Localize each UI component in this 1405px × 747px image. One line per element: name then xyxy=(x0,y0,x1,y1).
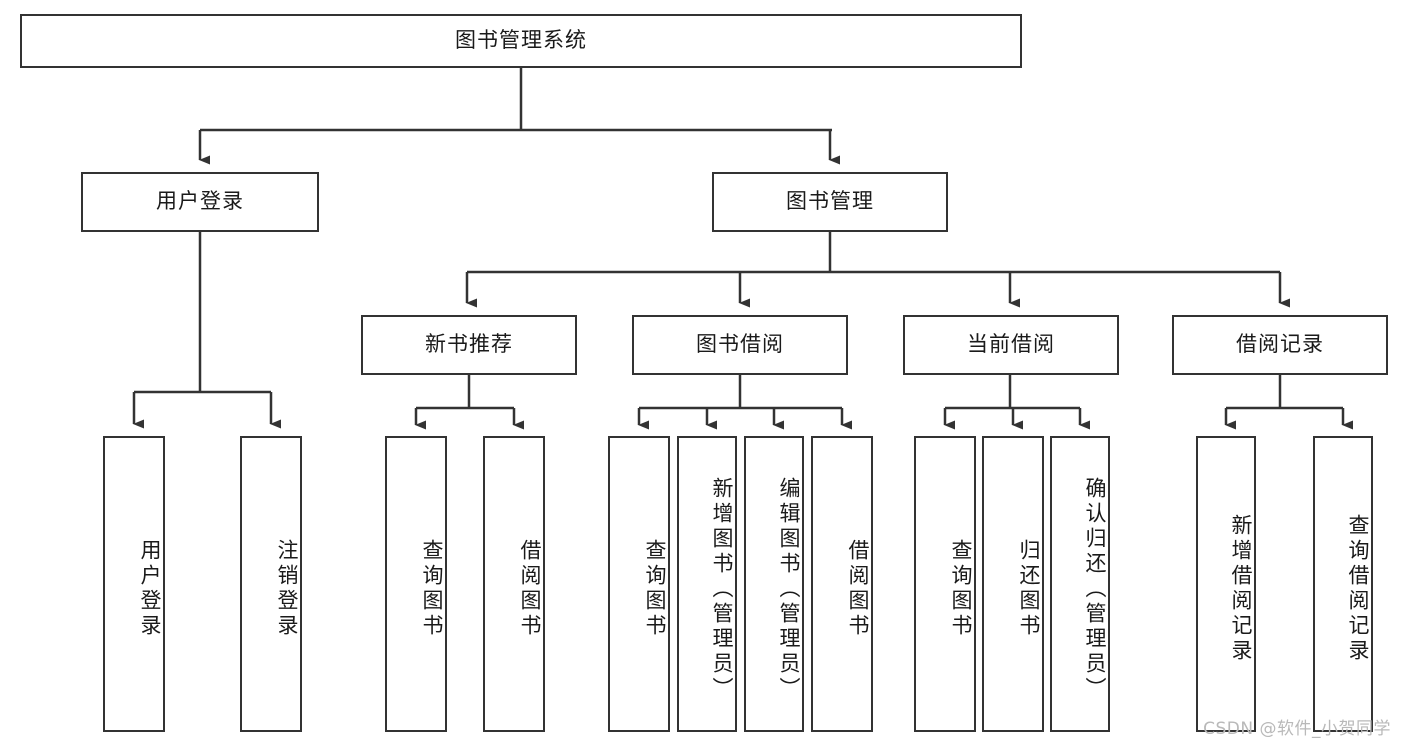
node-book-management-label: 图书管理 xyxy=(786,189,874,214)
leaf-query-book-borrow[interactable]: 查询图书 xyxy=(608,436,670,732)
node-book-management[interactable]: 图书管理 xyxy=(712,172,948,232)
leaf-user-login-label: 用户登录 xyxy=(138,539,162,639)
leaf-query-book-recommend[interactable]: 查询图书 xyxy=(385,436,447,732)
node-user-login[interactable]: 用户登录 xyxy=(81,172,319,232)
leaf-query-book-current-label: 查询图书 xyxy=(949,539,973,639)
node-user-login-label: 用户登录 xyxy=(156,189,244,214)
leaf-return-book[interactable]: 归还图书 xyxy=(982,436,1044,732)
leaf-confirm-return-admin-label: 确认归还（管理员） xyxy=(1083,476,1107,702)
leaf-query-book-recommend-label: 查询图书 xyxy=(420,539,444,639)
node-book-borrow[interactable]: 图书借阅 xyxy=(632,315,848,375)
leaf-query-borrow-record[interactable]: 查询借阅记录 xyxy=(1313,436,1373,732)
leaf-confirm-return-admin[interactable]: 确认归还（管理员） xyxy=(1050,436,1110,732)
node-current-borrow-label: 当前借阅 xyxy=(967,332,1055,357)
leaf-borrow-book[interactable]: 借阅图书 xyxy=(811,436,873,732)
leaf-user-login[interactable]: 用户登录 xyxy=(103,436,165,732)
leaf-borrow-book-recommend[interactable]: 借阅图书 xyxy=(483,436,545,732)
leaf-add-borrow-record[interactable]: 新增借阅记录 xyxy=(1196,436,1256,732)
leaf-add-book-admin-label: 新增图书（管理员） xyxy=(710,476,734,702)
leaf-query-book-current[interactable]: 查询图书 xyxy=(914,436,976,732)
leaf-borrow-book-recommend-label: 借阅图书 xyxy=(518,539,542,639)
node-borrow-record-label: 借阅记录 xyxy=(1236,332,1324,357)
node-root[interactable]: 图书管理系统 xyxy=(20,14,1022,68)
leaf-query-borrow-record-label: 查询借阅记录 xyxy=(1346,514,1370,664)
node-root-label: 图书管理系统 xyxy=(455,28,587,53)
leaf-edit-book-admin-label: 编辑图书（管理员） xyxy=(777,476,801,702)
node-book-borrow-label: 图书借阅 xyxy=(696,332,784,357)
node-new-book-recommend-label: 新书推荐 xyxy=(425,332,513,357)
watermark-text: CSDN @软件_小贺同学 xyxy=(1203,719,1391,739)
leaf-logout[interactable]: 注销登录 xyxy=(240,436,302,732)
node-borrow-record[interactable]: 借阅记录 xyxy=(1172,315,1388,375)
leaf-edit-book-admin[interactable]: 编辑图书（管理员） xyxy=(744,436,804,732)
leaf-add-borrow-record-label: 新增借阅记录 xyxy=(1229,514,1253,664)
node-new-book-recommend[interactable]: 新书推荐 xyxy=(361,315,577,375)
leaf-logout-label: 注销登录 xyxy=(275,539,299,639)
leaf-borrow-book-label: 借阅图书 xyxy=(846,539,870,639)
leaf-add-book-admin[interactable]: 新增图书（管理员） xyxy=(677,436,737,732)
leaf-return-book-label: 归还图书 xyxy=(1017,539,1041,639)
node-current-borrow[interactable]: 当前借阅 xyxy=(903,315,1119,375)
leaf-query-book-borrow-label: 查询图书 xyxy=(643,539,667,639)
